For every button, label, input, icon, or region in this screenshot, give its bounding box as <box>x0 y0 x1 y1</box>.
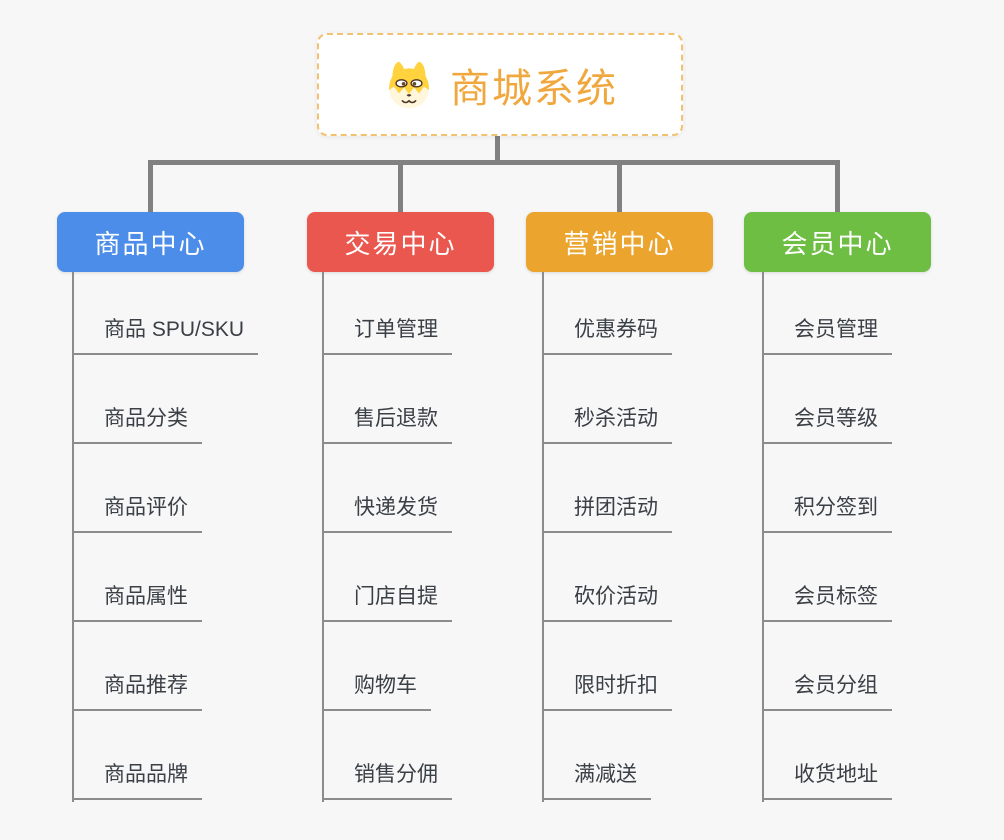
branch-trade-center[interactable]: 交易中心 <box>307 212 494 272</box>
leaf-topic[interactable]: 商品推荐 <box>72 673 202 711</box>
leaf-topic[interactable]: 商品 SPU/SKU <box>72 317 259 355</box>
leaf-topic[interactable]: 会员分组 <box>762 673 892 711</box>
leaf-topic[interactable]: 商品评价 <box>72 495 202 533</box>
branch-label: 商品中心 <box>94 228 207 259</box>
trunk-product-center <box>72 272 74 802</box>
root-topic[interactable]: 商城系统 <box>317 33 683 136</box>
trunk-marketing-center <box>542 272 544 802</box>
leaf-topic[interactable]: 限时折扣 <box>542 673 672 711</box>
leaf-topic[interactable]: 积分签到 <box>762 495 892 533</box>
branch-label: 营销中心 <box>563 228 676 259</box>
leaf-topic[interactable]: 购物车 <box>322 673 431 711</box>
leaf-topic[interactable]: 商品品牌 <box>72 762 202 800</box>
leaf-topic[interactable]: 拼团活动 <box>542 495 672 533</box>
leaf-topic[interactable]: 会员等级 <box>762 406 892 444</box>
branch-label: 会员中心 <box>781 228 894 259</box>
leaf-topic[interactable]: 订单管理 <box>322 317 452 355</box>
connector-drop-marketing <box>617 160 622 212</box>
connector-drop-trade <box>398 160 403 212</box>
connector-bus <box>148 160 840 165</box>
branch-label: 交易中心 <box>344 228 457 259</box>
connector-root-stub <box>495 135 500 162</box>
dog-icon <box>389 61 429 108</box>
trunk-member-center <box>762 272 764 802</box>
leaf-topic[interactable]: 砍价活动 <box>542 584 672 622</box>
leaf-topic[interactable]: 会员管理 <box>762 317 892 355</box>
leaf-topic[interactable]: 商品属性 <box>72 584 202 622</box>
trunk-trade-center <box>322 272 324 802</box>
leaf-topic[interactable]: 满减送 <box>542 762 651 800</box>
leaf-topic[interactable]: 商品分类 <box>72 406 202 444</box>
branch-product-center[interactable]: 商品中心 <box>57 212 244 272</box>
root-topic-title: 商城系统 <box>450 66 618 111</box>
leaf-topic[interactable]: 会员标签 <box>762 584 892 622</box>
branch-marketing-center[interactable]: 营销中心 <box>526 212 713 272</box>
leaf-topic[interactable]: 优惠券码 <box>542 317 672 355</box>
leaf-topic[interactable]: 门店自提 <box>322 584 452 622</box>
branch-member-center[interactable]: 会员中心 <box>744 212 931 272</box>
connector-drop-product <box>148 160 153 212</box>
connector-drop-member <box>835 160 840 212</box>
leaf-topic[interactable]: 快递发货 <box>322 495 452 533</box>
leaf-topic[interactable]: 秒杀活动 <box>542 406 672 444</box>
leaf-topic[interactable]: 售后退款 <box>322 406 452 444</box>
leaf-topic[interactable]: 销售分佣 <box>322 762 452 800</box>
leaf-topic[interactable]: 收货地址 <box>762 762 892 800</box>
